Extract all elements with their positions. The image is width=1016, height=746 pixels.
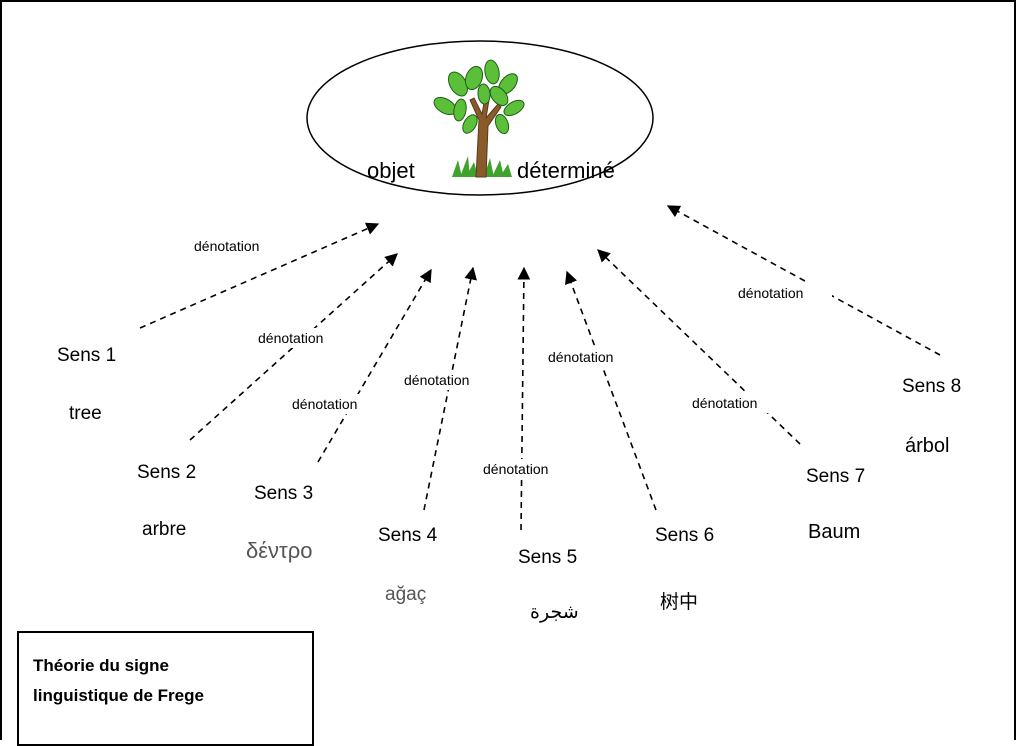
sense-8-label: Sens 8 [902,376,961,397]
sense-7-label: Sens 7 [806,466,865,487]
sense-2-label: Sens 2 [137,462,196,483]
sense-1-label: Sens 1 [57,345,116,366]
caption-box: Théorie du signe linguistique de Frege [17,631,314,746]
sense-5-word: شجرة [530,602,579,623]
arrow-sens-6 [565,270,657,511]
arrow-sens-2 [189,253,398,441]
center-left-word: objet [367,158,415,183]
arrow-sens-3 [317,268,432,463]
relation-label-5: dénotation [483,461,548,477]
relation-label-2: dénotation [258,330,323,346]
sense-6-word: 树中 [660,591,698,613]
sense-7-word: Baum [808,521,860,543]
arrow-sens-8 [666,205,941,356]
sense-4-word: ağaç [385,584,426,605]
relation-label-6: dénotation [548,349,613,365]
center-right-word: déterminé [517,158,615,183]
sense-2-word: arbre [142,519,186,540]
relation-label-8: dénotation [738,285,803,301]
sense-1-word: tree [69,403,102,424]
sense-labels: Sens 1 tree Sens 2 arbre Sens 3 δέντρο S… [57,345,961,623]
relation-label-3: dénotation [292,396,357,412]
sense-8-word: árbol [905,435,949,457]
arrow-sens-5 [517,266,531,531]
relation-label-7: dénotation [692,395,757,411]
sense-3-label: Sens 3 [254,483,313,504]
caption-line-2: linguistique de Frege [33,686,204,705]
sense-5-label: Sens 5 [518,547,577,568]
tree-icon [433,59,525,178]
caption-line-1: Théorie du signe [33,656,170,675]
sense-6-label: Sens 6 [655,525,714,546]
sense-4-label: Sens 4 [378,525,438,546]
relation-label-4: dénotation [404,372,469,388]
relation-label-1: dénotation [194,238,259,254]
sense-3-word: δέντρο [246,538,313,563]
relation-labels: dénotation dénotation dénotation dénotat… [190,236,832,479]
